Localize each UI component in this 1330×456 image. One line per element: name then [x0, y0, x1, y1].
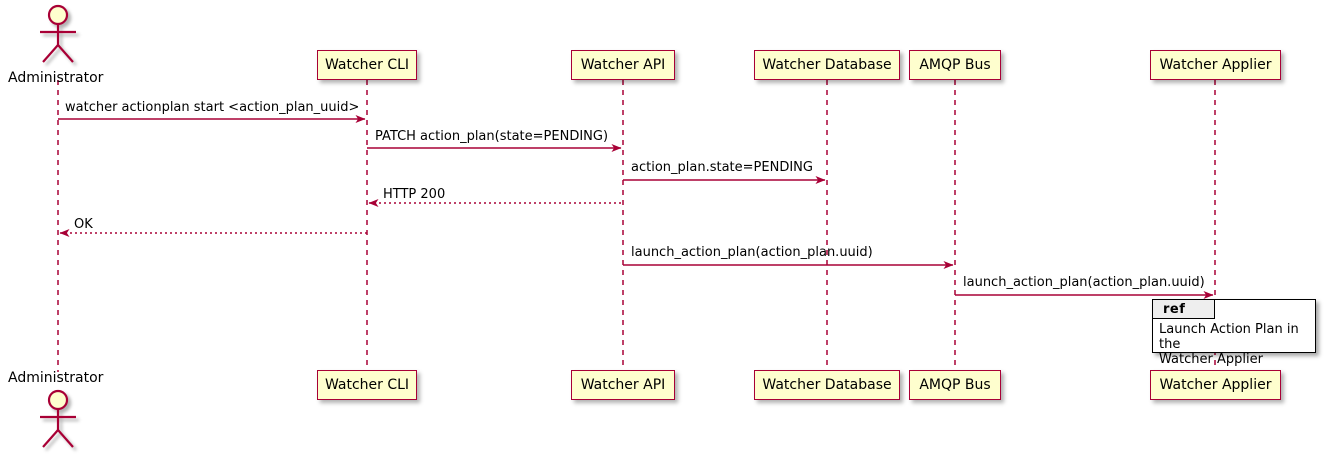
- lifelines: [57, 80, 1216, 372]
- participant-label: Watcher Database: [762, 377, 892, 393]
- participant-header-amqp-bus[interactable]: AMQP Bus: [909, 50, 1001, 80]
- message-label-5: OK: [74, 217, 93, 232]
- ref-fragment[interactable]: ref Launch Action Plan in the Watcher Ap…: [1152, 299, 1316, 367]
- participant-header-watcher-database[interactable]: Watcher Database: [754, 50, 900, 80]
- participant-header-watcher-api[interactable]: Watcher API: [571, 50, 675, 80]
- ref-fragment-body: Launch Action Plan in the Watcher Applie…: [1159, 322, 1299, 367]
- actor-label-administrator-bottom: Administrator: [8, 370, 104, 386]
- actor-administrator-bottom-figure: [40, 389, 76, 448]
- participant-label: Watcher API: [580, 377, 666, 393]
- message-label-6: launch_action_plan(action_plan.uuid): [631, 245, 873, 260]
- participant-label: Watcher CLI: [324, 57, 410, 73]
- message-label-7: launch_action_plan(action_plan.uuid): [963, 275, 1205, 290]
- message-label-4: HTTP 200: [383, 187, 446, 202]
- message-label-1: watcher actionplan start <action_plan_uu…: [65, 100, 360, 115]
- participant-footer-watcher-database[interactable]: Watcher Database: [754, 370, 900, 400]
- ref-fragment-tab: ref: [1153, 300, 1215, 319]
- actor-administrator-top-figure: [40, 4, 76, 63]
- participant-label: Watcher API: [580, 57, 666, 73]
- participant-header-watcher-applier[interactable]: Watcher Applier: [1150, 50, 1281, 80]
- message-label-3: action_plan.state=PENDING: [631, 160, 813, 175]
- participant-label: AMQP Bus: [919, 377, 991, 393]
- actor-label-administrator-top: Administrator: [8, 70, 104, 86]
- participant-label: Watcher Applier: [1159, 377, 1272, 393]
- participant-label: Watcher Applier: [1159, 57, 1272, 73]
- participant-label: Watcher Database: [762, 57, 892, 73]
- participant-footer-watcher-cli[interactable]: Watcher CLI: [317, 370, 417, 400]
- participant-label: Watcher CLI: [324, 377, 410, 393]
- message-label-2: PATCH action_plan(state=PENDING): [375, 129, 609, 144]
- participant-label: AMQP Bus: [919, 57, 991, 73]
- ref-fragment-tab-label: ref: [1163, 301, 1186, 317]
- participant-footer-watcher-applier[interactable]: Watcher Applier: [1150, 370, 1281, 400]
- participant-footer-amqp-bus[interactable]: AMQP Bus: [909, 370, 1001, 400]
- participant-header-watcher-cli[interactable]: Watcher CLI: [317, 50, 417, 80]
- participant-footer-watcher-api[interactable]: Watcher API: [571, 370, 675, 400]
- message-arrows: [58, 115, 1214, 299]
